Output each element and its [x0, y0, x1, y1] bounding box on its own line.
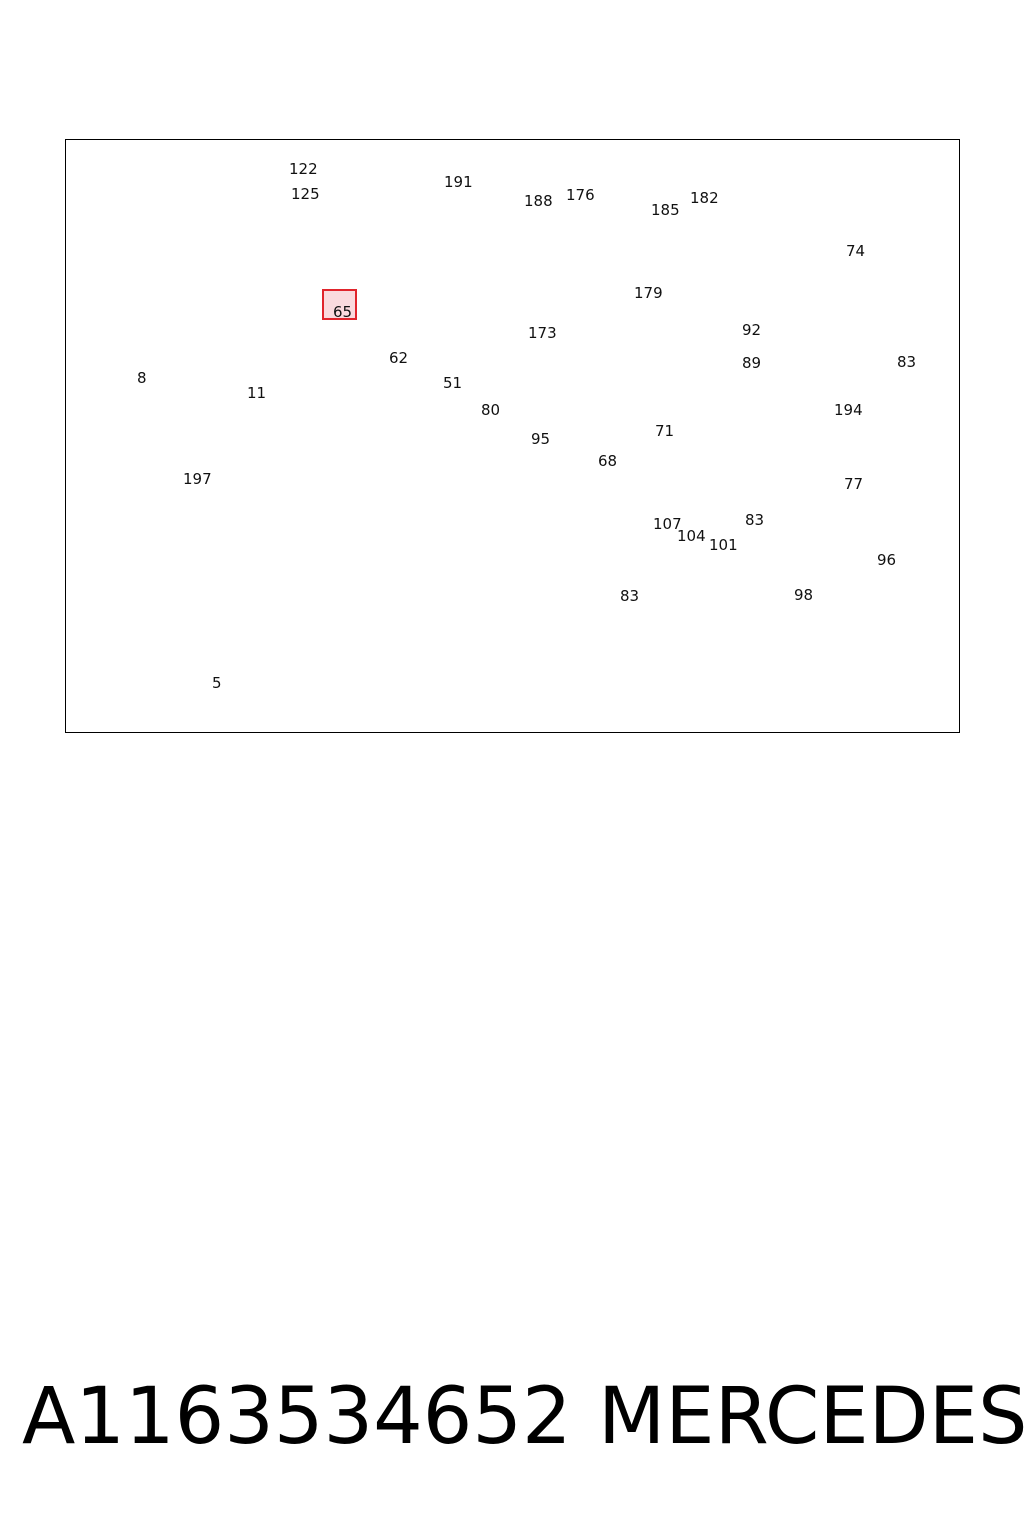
label-96: 96	[877, 551, 897, 569]
label-173: 173	[528, 324, 557, 342]
label-182: 182	[690, 189, 719, 207]
label-77: 77	[844, 475, 864, 493]
label-83-top: 83	[897, 353, 917, 371]
label-98: 98	[794, 586, 814, 604]
label-62: 62	[389, 349, 409, 367]
highlight-box-65	[322, 289, 357, 320]
label-188: 188	[524, 192, 553, 210]
label-194: 194	[834, 401, 863, 419]
label-197: 197	[183, 470, 212, 488]
label-101: 101	[709, 536, 738, 554]
label-95: 95	[531, 430, 551, 448]
label-68: 68	[598, 452, 618, 470]
label-107: 107	[653, 515, 682, 533]
label-83-bottom: 83	[620, 587, 640, 605]
part-number-caption: A1163534652	[22, 1372, 572, 1462]
label-179: 179	[634, 284, 663, 302]
label-92: 92	[742, 321, 762, 339]
label-65: 65	[333, 303, 353, 321]
label-5: 5	[212, 674, 222, 692]
label-122: 122	[289, 160, 318, 178]
label-74: 74	[846, 242, 866, 260]
label-185: 185	[651, 201, 680, 219]
diagram-frame	[65, 139, 960, 733]
label-8: 8	[137, 369, 147, 387]
label-104: 104	[677, 527, 706, 545]
label-176: 176	[566, 186, 595, 204]
label-191: 191	[444, 173, 473, 191]
label-11: 11	[247, 384, 267, 402]
brand-caption: MERCEDES	[598, 1372, 1024, 1462]
label-83-mid: 83	[745, 511, 765, 529]
label-125: 125	[291, 185, 320, 203]
label-89: 89	[742, 354, 762, 372]
label-80: 80	[481, 401, 501, 419]
label-51: 51	[443, 374, 463, 392]
label-71: 71	[655, 422, 675, 440]
